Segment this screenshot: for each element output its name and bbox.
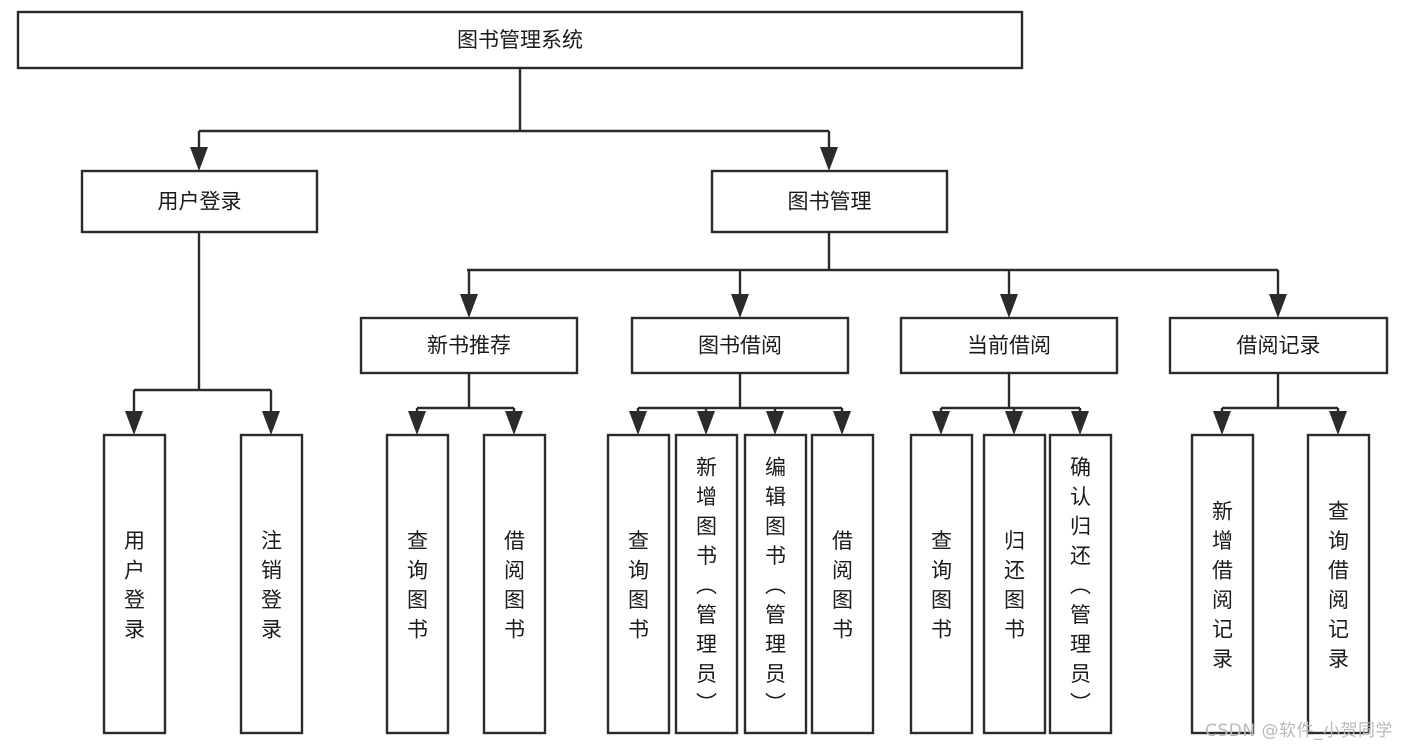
node-box-leaf-query-book-1 bbox=[385, 433, 450, 735]
arrow-leaf-confirm-return bbox=[1071, 411, 1089, 435]
node-leaf-user-login[interactable]: 用户登录 bbox=[102, 433, 167, 735]
node-label-book-manage: 图书管理 bbox=[788, 190, 872, 214]
node-label-current-borrow: 当前借阅 bbox=[967, 334, 1051, 358]
node-root[interactable]: 图书管理系统 bbox=[16, 10, 1024, 70]
node-box-leaf-query-book-3 bbox=[909, 433, 974, 735]
arrow-leaf-borrow-book-2 bbox=[833, 411, 851, 435]
node-box-leaf-query-record bbox=[1306, 433, 1371, 735]
connector-bar-new-book-rec bbox=[417, 373, 514, 410]
node-box-leaf-borrow-book-1 bbox=[482, 433, 547, 735]
node-label-leaf-query-record: 查询借阅记录 bbox=[1328, 500, 1349, 672]
connector-bar-user-login bbox=[134, 232, 271, 392]
arrow-book-borrow bbox=[731, 294, 749, 318]
connector-bar-book-borrow bbox=[638, 373, 842, 410]
node-label-leaf-add-record: 新增借阅记录 bbox=[1212, 500, 1233, 672]
node-box-user-login bbox=[80, 169, 319, 234]
node-box-leaf-logout bbox=[239, 433, 304, 735]
node-leaf-query-book-3[interactable]: 查询图书 bbox=[909, 433, 974, 735]
node-leaf-add-record[interactable]: 新增借阅记录 bbox=[1190, 433, 1255, 735]
arrow-leaf-query-book-2 bbox=[629, 411, 647, 435]
node-leaf-return-book[interactable]: 归还图书 bbox=[982, 433, 1047, 735]
node-label-leaf-logout: 注销登录 bbox=[261, 529, 282, 642]
node-leaf-add-book[interactable]: 新增图书︵管理员︶ bbox=[674, 433, 739, 735]
node-leaf-edit-book[interactable]: 编辑图书︵管理员︶ bbox=[743, 433, 808, 735]
node-book-manage[interactable]: 图书管理 bbox=[710, 169, 949, 234]
node-box-leaf-return-book bbox=[982, 433, 1047, 735]
arrow-leaf-logout bbox=[262, 411, 280, 435]
node-label-leaf-return-book: 归还图书 bbox=[1004, 529, 1025, 642]
node-leaf-borrow-book-2[interactable]: 借阅图书 bbox=[810, 433, 875, 735]
node-leaf-confirm-return[interactable]: 确认归还︵管理员︶ bbox=[1048, 433, 1113, 735]
arrow-book-manage bbox=[820, 147, 838, 171]
node-label-new-book-rec: 新书推荐 bbox=[427, 334, 511, 358]
node-current-borrow[interactable]: 当前借阅 bbox=[899, 316, 1119, 375]
node-label-leaf-query-book-1: 查询图书 bbox=[407, 529, 428, 642]
node-leaf-query-book-1[interactable]: 查询图书 bbox=[385, 433, 450, 735]
node-label-leaf-borrow-book-2: 借阅图书 bbox=[832, 529, 853, 642]
node-label-book-borrow: 图书借阅 bbox=[698, 334, 782, 358]
node-box-new-book-rec bbox=[359, 316, 579, 375]
node-box-current-borrow bbox=[899, 316, 1119, 375]
node-label-leaf-add-book: 新增图书︵管理员︶ bbox=[696, 455, 717, 715]
node-leaf-logout[interactable]: 注销登录 bbox=[239, 433, 304, 735]
node-box-book-borrow bbox=[630, 316, 850, 375]
arrow-borrow-record bbox=[1269, 294, 1287, 318]
node-box-leaf-add-record bbox=[1190, 433, 1255, 735]
node-label-leaf-query-book-2: 查询图书 bbox=[628, 529, 649, 642]
node-label-user-login: 用户登录 bbox=[158, 190, 242, 214]
arrow-leaf-return-book bbox=[1005, 411, 1023, 435]
arrow-leaf-add-record bbox=[1213, 411, 1231, 435]
arrow-leaf-add-book bbox=[697, 411, 715, 435]
node-label-leaf-user-login: 用户登录 bbox=[124, 529, 145, 642]
node-box-leaf-user-login bbox=[102, 433, 167, 735]
arrow-leaf-query-record bbox=[1329, 411, 1347, 435]
node-leaf-borrow-book-1[interactable]: 借阅图书 bbox=[482, 433, 547, 735]
arrowheads-layer bbox=[125, 147, 1347, 435]
connector-bar-current-borrow bbox=[941, 373, 1080, 410]
arrow-current-borrow bbox=[1000, 294, 1018, 318]
node-user-login[interactable]: 用户登录 bbox=[80, 169, 319, 234]
node-box-leaf-query-book-2 bbox=[606, 433, 671, 735]
node-borrow-record[interactable]: 借阅记录 bbox=[1168, 316, 1389, 375]
arrow-leaf-user-login bbox=[125, 411, 143, 435]
node-box-book-manage bbox=[710, 169, 949, 234]
node-leaf-query-book-2[interactable]: 查询图书 bbox=[606, 433, 671, 735]
arrow-leaf-query-book-3 bbox=[932, 411, 950, 435]
node-box-borrow-record bbox=[1168, 316, 1389, 375]
arrow-leaf-edit-book bbox=[766, 411, 784, 435]
node-label-leaf-edit-book: 编辑图书︵管理员︶ bbox=[765, 455, 786, 715]
node-label-borrow-record: 借阅记录 bbox=[1237, 334, 1321, 358]
node-box-leaf-borrow-book-2 bbox=[810, 433, 875, 735]
connector-bar-root bbox=[199, 68, 829, 133]
arrow-leaf-borrow-book-1 bbox=[505, 411, 523, 435]
connector-bar-borrow-record bbox=[1222, 373, 1338, 410]
node-new-book-rec[interactable]: 新书推荐 bbox=[359, 316, 579, 375]
arrow-user-login bbox=[190, 147, 208, 171]
node-label-root: 图书管理系统 bbox=[457, 28, 583, 52]
node-label-leaf-query-book-3: 查询图书 bbox=[931, 529, 952, 642]
connector-bar-book-manage bbox=[467, 232, 1278, 272]
arrow-leaf-query-book-1 bbox=[408, 411, 426, 435]
node-box-leaf-edit-book bbox=[743, 433, 808, 735]
nodes-layer: 图书管理系统用户登录图书管理新书推荐图书借阅当前借阅借阅记录用户登录注销登录查询… bbox=[16, 10, 1389, 735]
node-box-leaf-confirm-return bbox=[1048, 433, 1113, 735]
arrow-new-book-rec bbox=[460, 294, 478, 318]
node-box-root bbox=[16, 10, 1024, 70]
node-label-leaf-confirm-return: 确认归还︵管理员︶ bbox=[1070, 455, 1091, 715]
node-leaf-query-record[interactable]: 查询借阅记录 bbox=[1306, 433, 1371, 735]
node-book-borrow[interactable]: 图书借阅 bbox=[630, 316, 850, 375]
watermark-label: CSDN @软件_小贺同学 bbox=[1205, 721, 1393, 741]
node-label-leaf-borrow-book-1: 借阅图书 bbox=[504, 529, 525, 642]
node-box-leaf-add-book bbox=[674, 433, 739, 735]
